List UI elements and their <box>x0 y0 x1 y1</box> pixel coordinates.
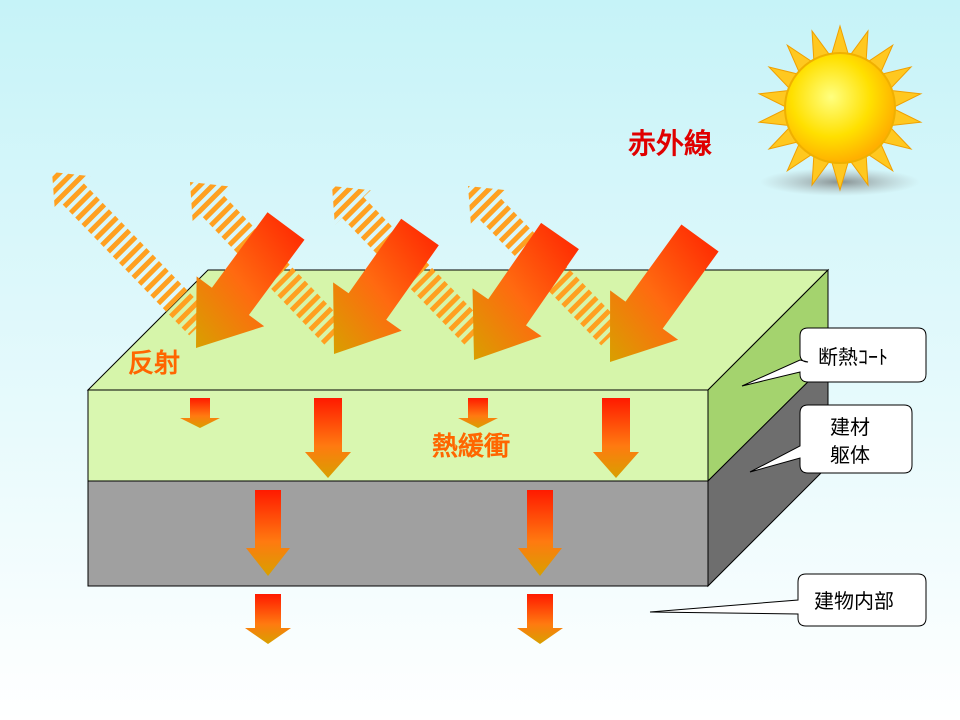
reflected-heat-arrow <box>52 172 211 336</box>
callout-interior: 建物内部 <box>649 573 927 627</box>
incoming-heat-arrow <box>333 218 439 354</box>
downward-heat-arrow <box>245 594 291 644</box>
incoming-heat-arrow <box>196 212 305 348</box>
sun-icon <box>757 24 923 196</box>
downward-heat-arrow <box>518 490 562 576</box>
downward-heat-arrow <box>517 594 563 644</box>
reflection-label: 反射 <box>128 349 180 379</box>
callout-structure-line1: 建材 <box>830 415 870 439</box>
callout-coat: 断熱ｺｰﾄ <box>741 327 927 387</box>
downward-heat-arrow <box>593 398 639 478</box>
downward-heat-arrow <box>246 490 290 576</box>
infrared-label: 赤外線 <box>628 127 712 160</box>
building-structure-layer <box>87 360 829 588</box>
downward-heat-arrow <box>458 398 498 428</box>
callout-structure-line2: 躯体 <box>830 443 870 467</box>
incoming-heat-arrow <box>610 224 719 362</box>
thermal-buffer-label: 熱緩衝 <box>432 432 510 462</box>
callout-interior-text: 建物内部 <box>814 589 894 613</box>
downward-heat-arrow <box>180 398 220 428</box>
callout-structure: 建材 躯体 <box>749 404 913 474</box>
callout-coat-text: 断熱ｺｰﾄ <box>818 345 888 369</box>
downward-heat-arrow <box>305 398 351 478</box>
incoming-arrows <box>196 212 719 362</box>
incoming-heat-arrow <box>472 222 579 360</box>
downward-arrows <box>180 398 639 644</box>
